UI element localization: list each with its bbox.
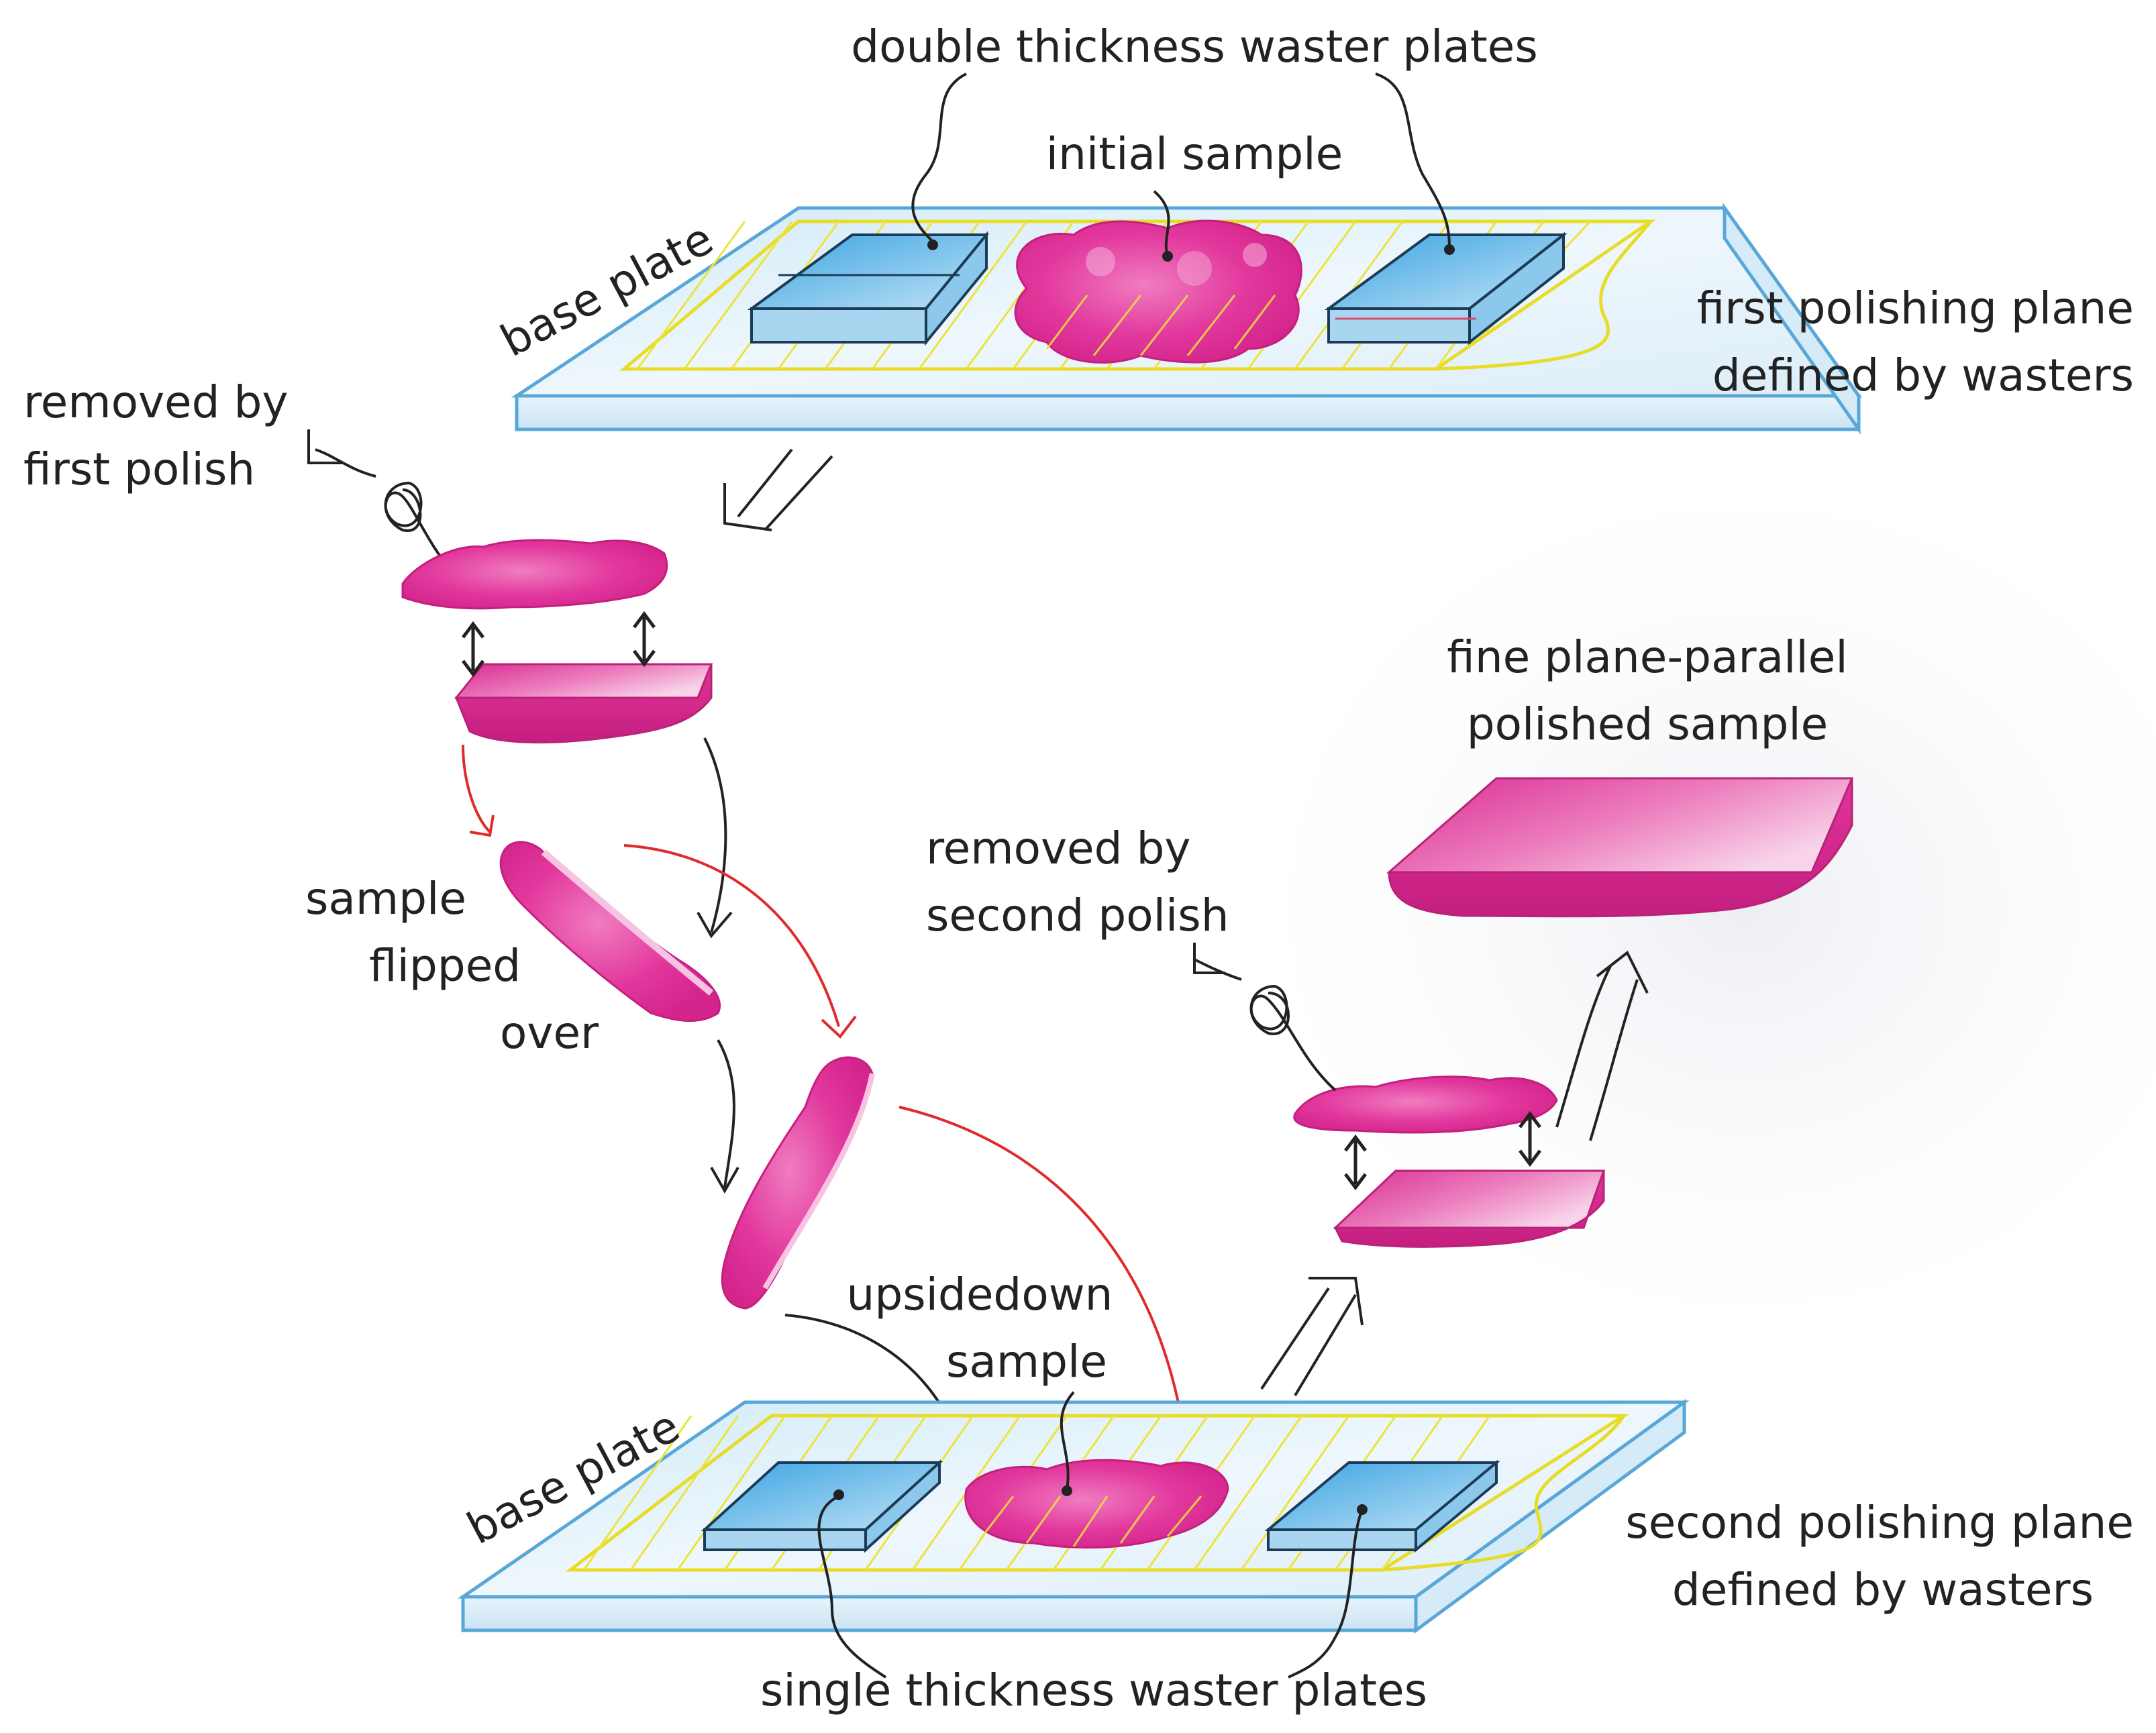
- first-removed-label-1: removed by: [23, 376, 289, 428]
- leader-dot: [1162, 251, 1173, 262]
- up-double-arrow-2: [1555, 950, 1649, 1141]
- double-waster-label: double thickness waster plates: [851, 21, 1538, 72]
- separation-arrows: [462, 611, 656, 678]
- second-removed-label-1: removed by: [926, 823, 1191, 874]
- upsidedown-label-1: upsidedown: [846, 1269, 1113, 1320]
- flipping-sample-2: [721, 1056, 875, 1310]
- first-polished-sample: [454, 663, 713, 744]
- leader-dot: [1062, 1485, 1072, 1496]
- first-leaders: [911, 72, 1451, 256]
- down-double-arrow: [723, 448, 833, 531]
- second-leaders: [817, 1391, 1364, 1679]
- initial-sample: [1014, 219, 1302, 364]
- second-polished-sample: [1333, 1169, 1606, 1248]
- result-label-2: polished sample: [1466, 698, 1829, 750]
- second-removed-layer: [1293, 1075, 1558, 1134]
- leader-dot: [833, 1489, 844, 1500]
- second-plane-label-2: defined by wasters: [1672, 1564, 2094, 1616]
- second-separation-arrows: [1344, 1110, 1541, 1191]
- upsidedown-label-2: sample: [946, 1336, 1107, 1387]
- second-plane-label-1: second polishing plane: [1625, 1497, 2134, 1548]
- flip-label-3: over: [500, 1007, 599, 1059]
- initial-sample-label: initial sample: [1045, 128, 1343, 180]
- up-double-arrow-1: [1260, 1277, 1364, 1397]
- leader-dot: [1444, 244, 1455, 255]
- first-removed-layer: [401, 539, 668, 610]
- first-removed-label-2: first polish: [23, 443, 256, 495]
- leader-dot: [927, 240, 938, 250]
- single-waster-label: single thickness waster plates: [760, 1665, 1428, 1716]
- result-label-1: fine plane-parallel: [1447, 631, 1848, 683]
- first-right-waster: [1324, 231, 1568, 346]
- second-left-waster: [701, 1459, 943, 1553]
- second-removal-curl: [1193, 943, 1337, 1092]
- first-left-waster: [747, 231, 990, 346]
- second-removed-label-2: second polish: [926, 890, 1229, 941]
- flipping-sample-1: [499, 841, 721, 1022]
- leader-dot: [1357, 1504, 1368, 1515]
- first-removal-curl: [307, 429, 464, 585]
- first-plane-label-1: first polishing plane: [1696, 282, 2134, 334]
- flip-label-1: sample: [305, 873, 466, 925]
- flip-label-2: flipped: [369, 940, 521, 992]
- final-polished-sample: [1386, 777, 1854, 918]
- first-plane-label-2: defined by wasters: [1712, 350, 2134, 401]
- upsidedown-sample: [964, 1459, 1229, 1549]
- second-right-waster: [1264, 1459, 1500, 1553]
